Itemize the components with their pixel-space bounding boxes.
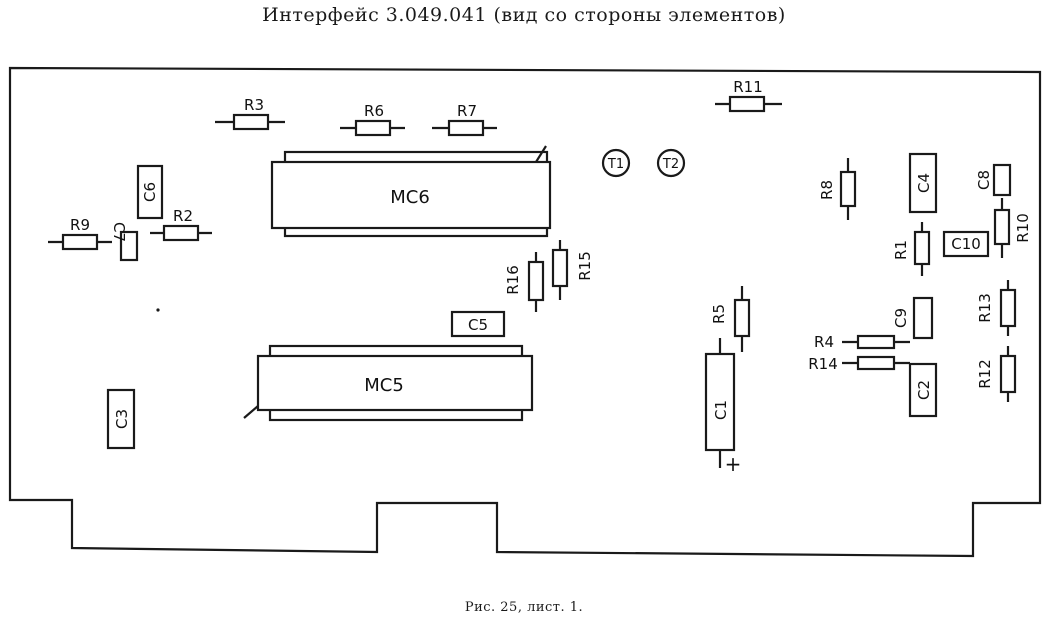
capacitor-c10: C10 — [942, 230, 990, 258]
resistor-r12: R12 — [976, 346, 1017, 402]
resistor-r10: R10 — [993, 198, 1032, 258]
resistor-r13: R13 — [976, 280, 1017, 336]
resistor-r9-label: R9 — [70, 216, 90, 234]
transistor-t1: T1 — [601, 148, 631, 178]
resistor-r13-label: R13 — [976, 293, 994, 323]
resistor-r14-label: R14 — [808, 355, 838, 373]
capacitor-c9-label: C9 — [892, 308, 910, 328]
resistor-r16: R16 — [504, 252, 545, 312]
resistor-r2-label: R2 — [173, 207, 193, 225]
capacitor-c4: C4 — [908, 152, 938, 214]
resistor-r16-label: R16 — [504, 265, 522, 295]
capacitor-c4-label: C4 — [915, 173, 933, 193]
resistor-r7: R7 — [432, 102, 497, 137]
capacitor-c5: C5 — [450, 310, 506, 338]
capacitor-c8-label: C8 — [975, 170, 993, 190]
capacitor-c2-label: C2 — [915, 380, 933, 400]
capacitor-c3: C3 — [106, 388, 136, 450]
transistor-t2: T2 — [656, 148, 686, 178]
resistor-r15-label: R15 — [576, 251, 594, 281]
capacitor-c1: C1 + — [704, 338, 742, 476]
resistor-r4-label: R4 — [814, 333, 834, 351]
capacitor-c9: C9 — [892, 296, 934, 340]
resistor-r8-label: R8 — [818, 180, 836, 200]
resistor-r8: R8 — [818, 158, 857, 220]
resistor-r9: R9 — [48, 216, 112, 251]
figure-title: Интерфейс 3.049.041 (вид со стороны элем… — [262, 4, 786, 26]
capacitor-c7-label: C7 — [110, 222, 128, 242]
resistor-r6-label: R6 — [364, 102, 384, 120]
board-outline — [8, 66, 1042, 558]
resistor-r4: R4 — [814, 333, 910, 351]
resistor-r5-label: R5 — [710, 304, 728, 324]
capacitor-c1-label: C1 — [712, 400, 730, 420]
resistor-r11: R11 — [715, 78, 782, 113]
resistor-r6: R6 — [340, 102, 405, 137]
resistor-r14: R14 — [808, 355, 910, 373]
resistor-r5: R5 — [710, 286, 751, 352]
capacitor-c8: C8 — [975, 163, 1012, 197]
mounting-dot — [156, 308, 160, 312]
capacitor-c2: C2 — [908, 362, 938, 418]
chip-mc6: MC6 — [270, 145, 552, 238]
transistor-t2-label: T2 — [662, 157, 679, 172]
resistor-r1: R1 — [892, 222, 931, 276]
capacitor-c6: C6 — [136, 164, 164, 220]
resistor-r1-label: R1 — [892, 240, 910, 260]
resistor-r2: R2 — [150, 207, 212, 242]
capacitor-c1-polarity: + — [725, 452, 742, 476]
chip-mc5: MC5 — [243, 344, 534, 422]
resistor-r11-label: R11 — [733, 78, 763, 96]
chip-mc6-label: MC6 — [390, 187, 430, 208]
resistor-r12-label: R12 — [976, 359, 994, 389]
capacitor-c7: C7 — [110, 222, 139, 262]
transistor-t1-label: T1 — [607, 157, 624, 172]
capacitor-c10-label: C10 — [951, 235, 981, 253]
resistor-r15: R15 — [551, 240, 594, 300]
capacitor-c6-label: C6 — [141, 182, 159, 202]
capacitor-c3-label: C3 — [113, 409, 131, 429]
resistor-r3-label: R3 — [244, 96, 264, 114]
capacitor-c5-label: C5 — [468, 316, 488, 334]
resistor-r3: R3 — [215, 96, 285, 131]
chip-mc5-label: MC5 — [364, 375, 404, 396]
figure-caption: Рис. 25, лист. 1. — [464, 600, 584, 615]
resistor-r10-label: R10 — [1014, 213, 1032, 243]
resistor-r7-label: R7 — [457, 102, 477, 120]
